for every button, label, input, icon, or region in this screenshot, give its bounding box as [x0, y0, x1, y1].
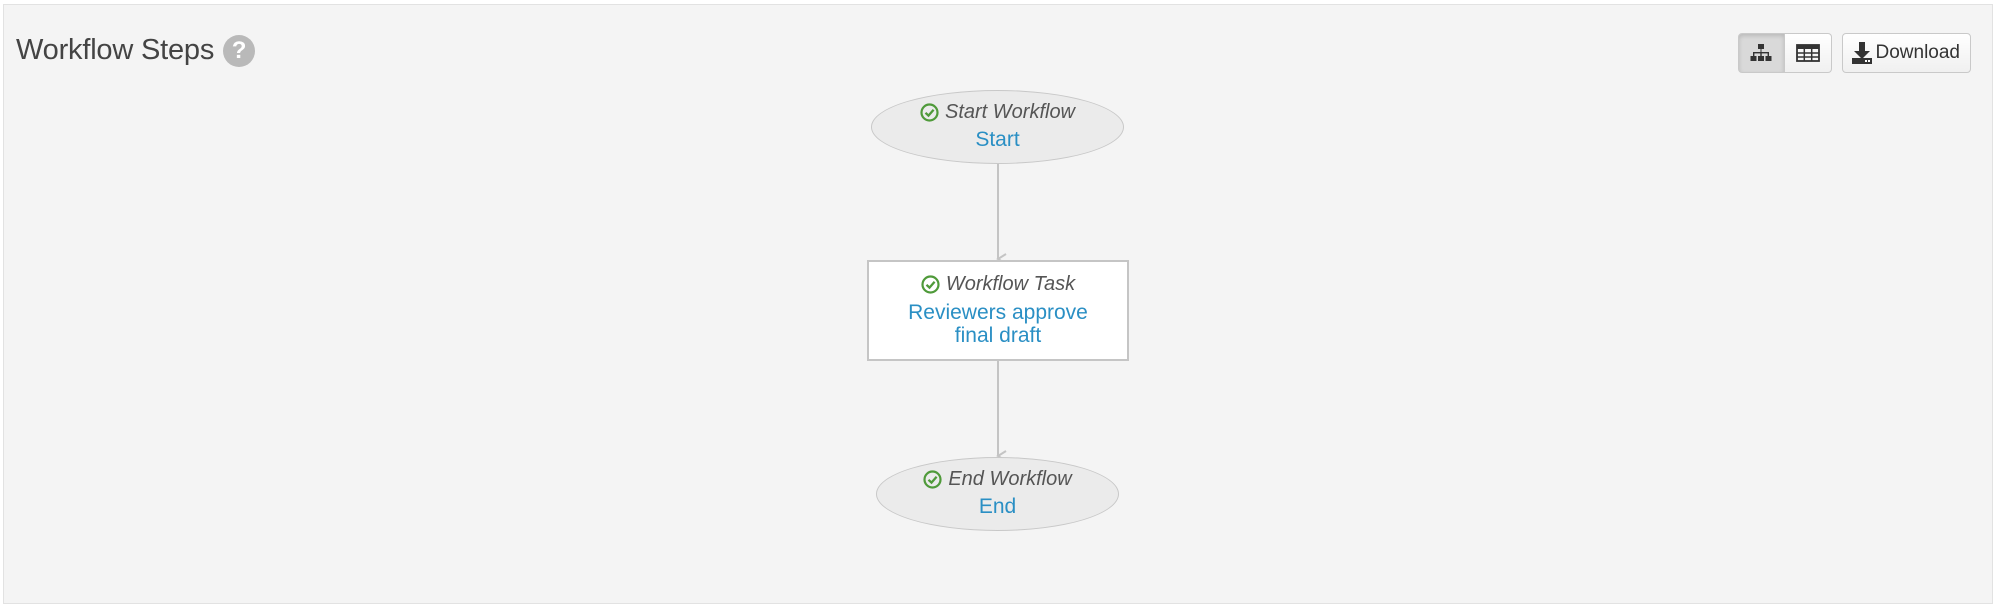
- end-workflow-node[interactable]: End Workflow End: [876, 457, 1119, 531]
- node-name-link[interactable]: End: [978, 495, 1017, 518]
- view-toolbar: Download: [1737, 33, 1971, 73]
- help-glyph: ?: [231, 36, 247, 64]
- table-view-button[interactable]: [1784, 33, 1832, 73]
- check-circle-icon: [920, 103, 939, 122]
- start-workflow-node[interactable]: Start Workflow Start: [871, 90, 1124, 164]
- node-name-link[interactable]: Start: [975, 128, 1020, 151]
- diagram-view-button[interactable]: [1737, 33, 1785, 73]
- panel-header: Workflow Steps ?: [16, 34, 256, 67]
- node-type-text: Start Workflow: [944, 101, 1076, 123]
- node-name-link[interactable]: Reviewers approve final draft: [908, 301, 1088, 347]
- node-type-label: Start Workflow: [872, 101, 1123, 124]
- node-type-text: Workflow Task: [945, 273, 1076, 295]
- workflow-diagram: [996, 163, 1007, 462]
- table-icon: [1795, 44, 1820, 62]
- node-type-label: End Workflow: [877, 468, 1118, 491]
- node-type-text: End Workflow: [948, 468, 1072, 490]
- question-circle-icon[interactable]: ?: [223, 34, 256, 67]
- check-circle-icon: [923, 470, 942, 489]
- download-icon: [1851, 42, 1872, 64]
- sitemap-icon: [1750, 44, 1772, 61]
- node-type-label: Workflow Task: [869, 273, 1127, 296]
- check-circle-icon: [921, 275, 940, 294]
- workflow-task-node[interactable]: Workflow Task Reviewers approve final dr…: [867, 260, 1129, 361]
- view-toggle-group: [1737, 33, 1832, 73]
- download-label: Download: [1875, 42, 1961, 63]
- download-button[interactable]: Download: [1841, 33, 1971, 73]
- panel-title: Workflow Steps: [16, 34, 215, 66]
